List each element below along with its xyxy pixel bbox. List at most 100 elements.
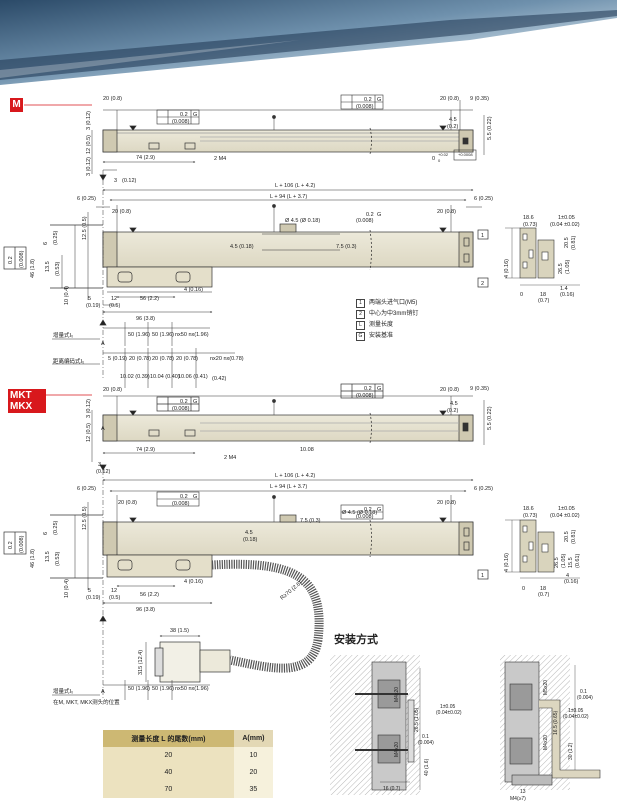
dim-4: 4 (0.16) (184, 579, 203, 585)
mk-front-labels: L + 106 (L + 4.2) L + 94 (L + 3.7) 6 (0.… (8, 473, 493, 675)
increment-label: 增量式I₀ (53, 687, 73, 695)
distance-col-4: 20 (0.78) (176, 356, 198, 362)
dim-5-inch: (0.19) (86, 303, 101, 309)
dim-74: 74 (2.9) (136, 155, 155, 161)
datum-a: A (101, 426, 105, 432)
mk-ladder-labels: 增量式I₀ 在M, MKT, MKX测头的位置 A 50 (1.96) 50 (… (53, 686, 209, 706)
dim-46-vert: 46 (1.8) (30, 549, 36, 568)
m-front-view (3, 170, 489, 380)
distance-col-5: nx20 nx(0.78) (210, 356, 244, 362)
thread-m4: 2 M4 (224, 455, 236, 461)
datum-a: A (101, 341, 105, 347)
dim-3: 3 (114, 178, 117, 184)
mk-profile-labels: 18.6 (0.73) 1±0.05 (0.04 ±0.02) 0 18 (0.… (504, 506, 581, 598)
m-top-labels: 20 (0.8) 20 (0.8) 9 (0.35) 4.5 (0.2) 74 … (86, 96, 493, 184)
legend-text: 两端头进气口(M5) (369, 300, 418, 306)
tol-value-2: 0.2 (180, 494, 188, 500)
install-tol: 0.1 (580, 689, 587, 695)
dim-12-5-vert: 12.5 (0.5) (82, 506, 88, 530)
profile-1: 1±0.05 (558, 215, 575, 221)
dim-5: 5 (88, 296, 91, 302)
install-30: 30 (1.2) (568, 742, 574, 760)
dim-20-right: 20 (0.8) (440, 387, 459, 393)
install-1-inch: (0.04±0.02) (563, 714, 589, 720)
dim-l94: L + 94 (L + 3.7) (270, 484, 307, 490)
tol-value-inch: (0.008) (356, 218, 374, 224)
datum-g-2: G (377, 97, 381, 103)
install-left-labels: M4x20 M4x20 26.5 (1.05) 1±0.05 (0.04±0.0… (383, 687, 462, 792)
tol-value-inch: (0.008) (356, 514, 374, 520)
tol-value: 0.2 (180, 399, 188, 405)
box-2: 2 (481, 281, 484, 287)
install-m4x20: M4x20 (394, 687, 400, 702)
install-m4x20-b: M4x20 (394, 742, 400, 757)
install-26-5: 26.5 (1.05) (414, 707, 420, 732)
dim-12: 12 (111, 296, 117, 302)
dim-56: 56 (2.2) (140, 296, 159, 302)
tol-small-plus: +0.02 (438, 152, 449, 157)
install-tol: 0.1 (422, 734, 429, 740)
dim-3: 3 (98, 462, 101, 468)
dim-4-5: 4.5 (450, 401, 458, 407)
increment-col-1: 50 (1.96) (128, 332, 150, 338)
dim-20-left: 20 (0.8) (103, 387, 122, 393)
dim-12-inch: (0.5) (109, 303, 120, 309)
tol-value-inch: (0.008) (172, 406, 190, 412)
profile-0-81: (0.81) (571, 529, 577, 544)
dim-5: 5 (88, 588, 91, 594)
install-16: 16 (0.7) (383, 786, 401, 792)
dim-315: 315 (12.4) (138, 650, 144, 675)
dim-13-5-vert-inch: (0.53) (55, 551, 61, 566)
increment-col-3: nx50 nx(1.96) (175, 332, 209, 338)
dim-l106: L + 106 (L + 4.2) (275, 183, 315, 189)
thread-m4: 2 M4 (214, 156, 226, 162)
distance-label: 距离编码式I₀ (53, 357, 84, 365)
dim-12-5-vert: 12.5 (0.5) (82, 216, 88, 240)
install-1: 1±0.05 (440, 704, 455, 710)
dim-0-2: (0.2) (447, 408, 458, 414)
distance-col-1: 5 (0.19) (108, 356, 127, 362)
install-1: 1±0.05 (568, 708, 583, 714)
m-front-labels: L + 106 (L + 4.2) L + 94 (L + 3.7) 6 (0.… (8, 183, 493, 347)
dim-3-vert: 3 (0.12) (86, 399, 92, 418)
distance-col-2: 20 (0.78) (129, 356, 151, 362)
dim-3-vert-2: 3 (0.12) (86, 157, 92, 176)
profile-0-61: (0.61) (575, 553, 581, 568)
dim-12-vert: 12 (0.5) (86, 423, 92, 442)
profile-18: 18 (540, 586, 546, 592)
dim-12-vert: 12 (0.5) (86, 135, 92, 154)
legend-num: 2 (356, 310, 365, 319)
dim-3-inch: (0.12) (122, 178, 137, 184)
mk-front-view (3, 464, 489, 700)
mk-ladder-lines (52, 680, 210, 700)
dim-56: 56 (2.2) (140, 592, 159, 598)
dim-0-2: (0.2) (447, 124, 458, 130)
distance-row2-3: 10.06 (0.41) (178, 374, 208, 380)
side-tol-value-inch: (0.008) (19, 250, 25, 268)
dim-7-5: 7.5 (0.3) (300, 518, 321, 524)
table-cell: 70 (103, 781, 234, 798)
dim-4-5: 4.5 (245, 530, 253, 536)
table-cell: 10 (233, 747, 273, 764)
install-tol-inch: (0.004) (577, 695, 593, 701)
tol-value: 0.2 (364, 507, 372, 513)
dim-4: 4 (0.16) (184, 287, 203, 293)
dim-20-left: 20 (0.8) (103, 96, 122, 102)
dim-3-vert: 3 (0.12) (86, 111, 92, 130)
dim-6-vert: 6 (43, 532, 49, 535)
dim-9: 9 (0.35) (470, 96, 489, 102)
install-40: 40 (1.6) (424, 758, 430, 776)
side-tol-value: 0.2 (8, 256, 14, 264)
tol-value-2-inch: (0.008) (356, 393, 374, 399)
tol-small-zero: 0 (438, 158, 441, 163)
tol-small-inch: +0.0008 (458, 152, 473, 157)
tol-value: 0.2 (180, 112, 188, 118)
increment-col-3: nx50 nx(1.96) (175, 686, 209, 692)
